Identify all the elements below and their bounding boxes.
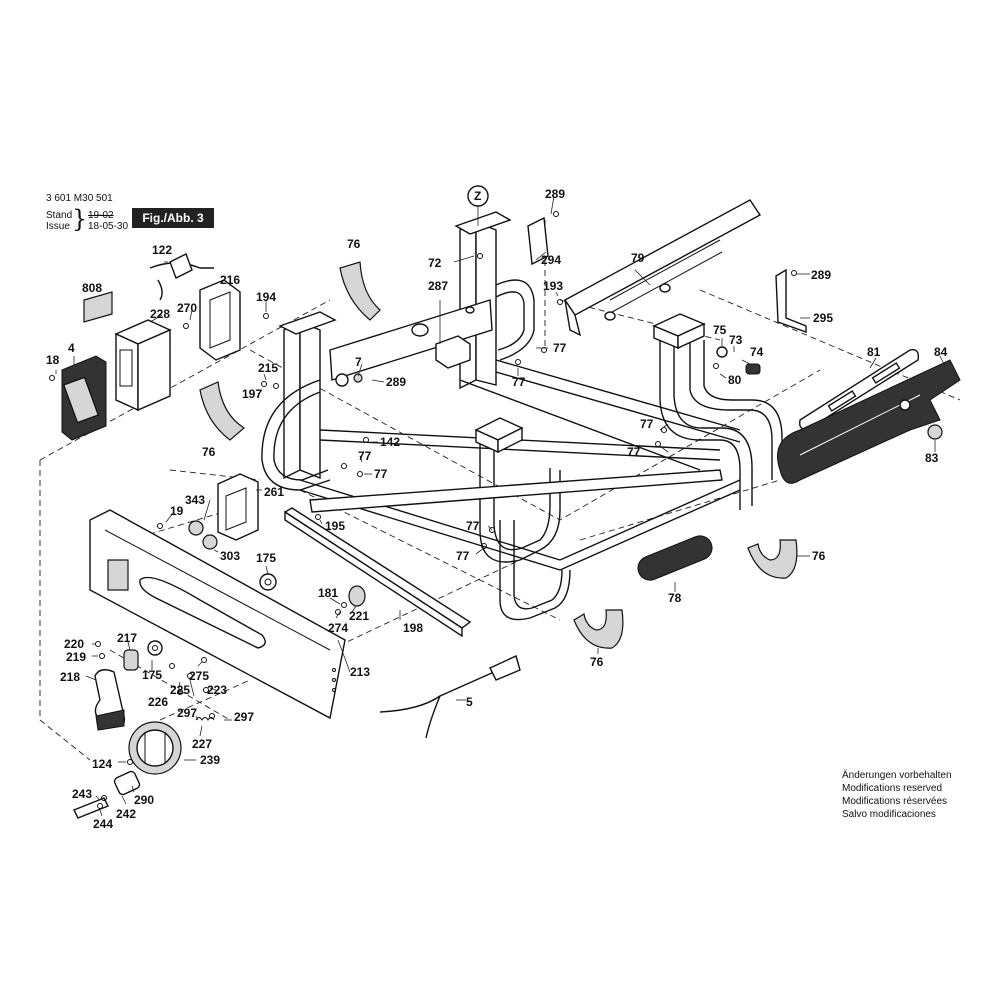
- label-303: 303: [220, 549, 240, 563]
- label-79: 79: [631, 251, 645, 265]
- label-19: 19: [170, 504, 184, 518]
- label-4: 4: [68, 341, 75, 355]
- label-76-top: 76: [347, 237, 361, 251]
- label-7: 7: [355, 355, 362, 369]
- label-194: 194: [256, 290, 276, 304]
- brace-symbol: }: [72, 205, 88, 233]
- label-287: 287: [428, 279, 448, 293]
- label-227: 227: [192, 737, 212, 751]
- label-225: 225: [170, 683, 190, 697]
- label-77-g: 77: [466, 519, 480, 533]
- label-75: 75: [713, 323, 727, 337]
- label-81: 81: [867, 345, 881, 359]
- label-808: 808: [82, 281, 102, 295]
- label-83: 83: [925, 451, 939, 465]
- bracket-81: [799, 349, 920, 430]
- label-228: 228: [150, 307, 170, 321]
- label-76-right: 76: [812, 549, 826, 563]
- label-77-d: 77: [374, 467, 388, 481]
- stand-label: Stand: [46, 210, 73, 221]
- label-290: 290: [134, 793, 154, 807]
- label-77-f: 77: [627, 445, 641, 459]
- label-221: 221: [349, 609, 369, 623]
- label-295: 295: [813, 311, 833, 325]
- switch-assembly: [61, 253, 381, 441]
- label-80: 80: [728, 373, 742, 387]
- label-73: 73: [729, 333, 743, 347]
- label-197: 197: [242, 387, 262, 401]
- label-218: 218: [60, 670, 80, 684]
- label-181: 181: [318, 586, 338, 600]
- label-289-mid: 289: [386, 375, 406, 389]
- label-289-top: 289: [545, 187, 565, 201]
- drawing-number: 3 601 M30 501: [46, 193, 113, 204]
- label-216: 216: [220, 273, 240, 287]
- main-frame: [261, 211, 783, 621]
- figure-label: Fig./Abb. 3: [132, 208, 214, 228]
- bar-198: [283, 507, 472, 638]
- label-226: 226: [148, 695, 168, 709]
- label-270: 270: [177, 301, 197, 315]
- issue-value: 18-05-30: [88, 221, 129, 232]
- label-175-mid: 175: [256, 551, 276, 565]
- bracket-84: [777, 359, 961, 484]
- note-es: Salvo modificaciones: [842, 809, 936, 820]
- label-275: 275: [189, 669, 209, 683]
- label-78: 78: [668, 591, 682, 605]
- label-220: 220: [64, 637, 84, 651]
- label-72: 72: [428, 256, 442, 270]
- stand-value: 19-02: [88, 210, 114, 221]
- label-239: 239: [200, 753, 220, 767]
- label-219: 219: [66, 650, 86, 664]
- label-77-c: 77: [358, 449, 372, 463]
- modification-notes: Änderungen vorbehalten Modifications res…: [842, 769, 952, 821]
- label-77-a: 77: [553, 341, 567, 355]
- label-297-a: 297: [177, 706, 197, 720]
- label-76-left: 76: [202, 445, 216, 459]
- issue-label: Issue: [46, 221, 70, 232]
- label-122: 122: [152, 243, 172, 257]
- label-74: 74: [750, 345, 764, 359]
- view-marker-z: Z: [474, 189, 481, 203]
- leader-lines: [55, 195, 946, 817]
- label-294: 294: [541, 253, 561, 267]
- small-parts: [49, 185, 807, 819]
- label-142: 142: [380, 435, 400, 449]
- label-198: 198: [403, 621, 423, 635]
- label-223: 223: [207, 683, 227, 697]
- label-175-lower: 175: [142, 668, 162, 682]
- label-242: 242: [116, 807, 136, 821]
- label-289-right: 289: [811, 268, 831, 282]
- front-panel-213: [89, 509, 346, 720]
- label-77-b: 77: [512, 375, 526, 389]
- label-297-b: 297: [234, 710, 254, 724]
- part-number-labels: Z 289 72 294 79 289 193 295 75 73 74 81 …: [46, 187, 948, 831]
- note-en: Modifications reserved: [842, 783, 943, 794]
- label-5: 5: [466, 695, 473, 709]
- label-261: 261: [264, 485, 284, 499]
- note-fr: Modifications réservées: [842, 796, 948, 807]
- label-193: 193: [543, 279, 563, 293]
- label-195: 195: [325, 519, 345, 533]
- label-77-e: 77: [640, 417, 654, 431]
- label-76-bottom: 76: [590, 655, 604, 669]
- label-215: 215: [258, 361, 278, 375]
- label-84: 84: [934, 345, 948, 359]
- label-244: 244: [93, 817, 113, 831]
- label-124: 124: [92, 757, 112, 771]
- note-de: Änderungen vorbehalten: [842, 770, 952, 781]
- label-343: 343: [185, 493, 205, 507]
- label-243: 243: [72, 787, 92, 801]
- label-213: 213: [350, 665, 370, 679]
- label-18: 18: [46, 353, 60, 367]
- label-77-h: 77: [456, 549, 470, 563]
- rail-79: [563, 199, 762, 337]
- label-217: 217: [117, 631, 137, 645]
- label-274: 274: [328, 621, 348, 635]
